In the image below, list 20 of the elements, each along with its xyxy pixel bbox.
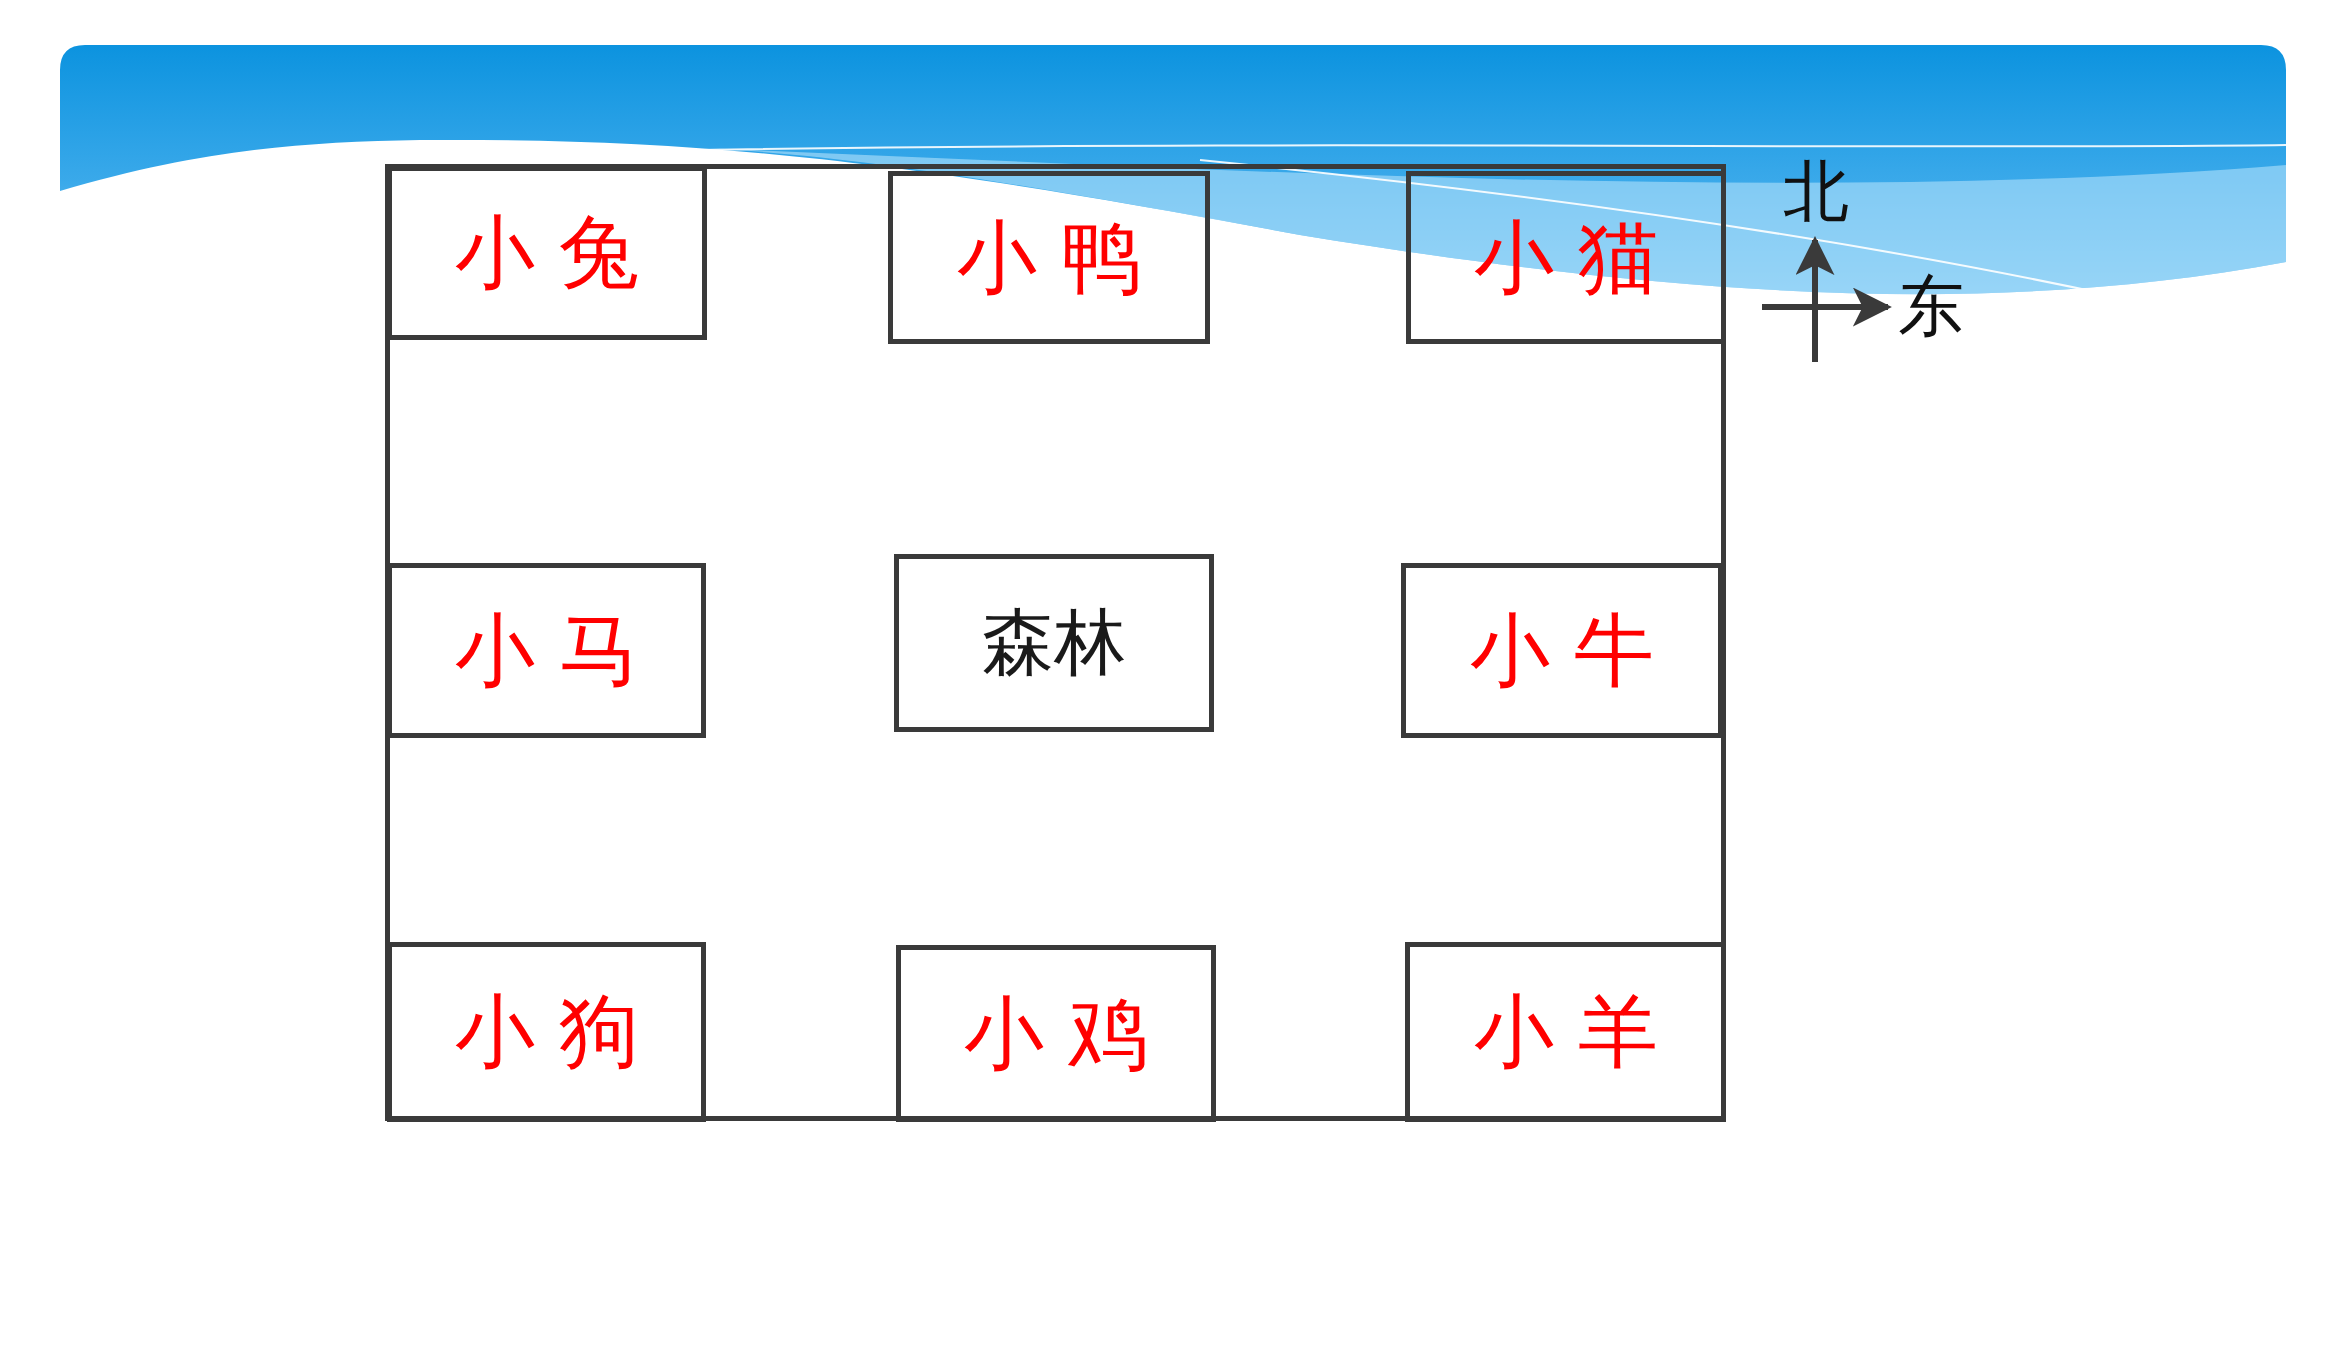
box-label: 小狗 xyxy=(454,988,663,1076)
direction-label: 东 xyxy=(1898,272,1964,342)
label-box xyxy=(1405,942,1726,1122)
label-box xyxy=(387,166,707,340)
box-label: 小马 xyxy=(454,606,663,695)
box-label: 小兔 xyxy=(455,209,663,297)
map-frame xyxy=(385,164,1726,1121)
box-label: 小鸡 xyxy=(964,989,1172,1078)
label-box xyxy=(894,554,1214,732)
box-label: 森林 xyxy=(982,603,1126,683)
box-label: 小鸭 xyxy=(957,213,1165,302)
box-label: 小猫 xyxy=(1474,213,1682,302)
direction-label: 北 xyxy=(1783,157,1849,227)
label-box xyxy=(387,942,706,1122)
label-box xyxy=(1401,563,1723,738)
box-label: 小牛 xyxy=(1470,606,1678,695)
label-box xyxy=(387,563,706,738)
label-box xyxy=(888,171,1210,344)
box-label: 小羊 xyxy=(1473,988,1682,1076)
label-box xyxy=(896,945,1216,1122)
